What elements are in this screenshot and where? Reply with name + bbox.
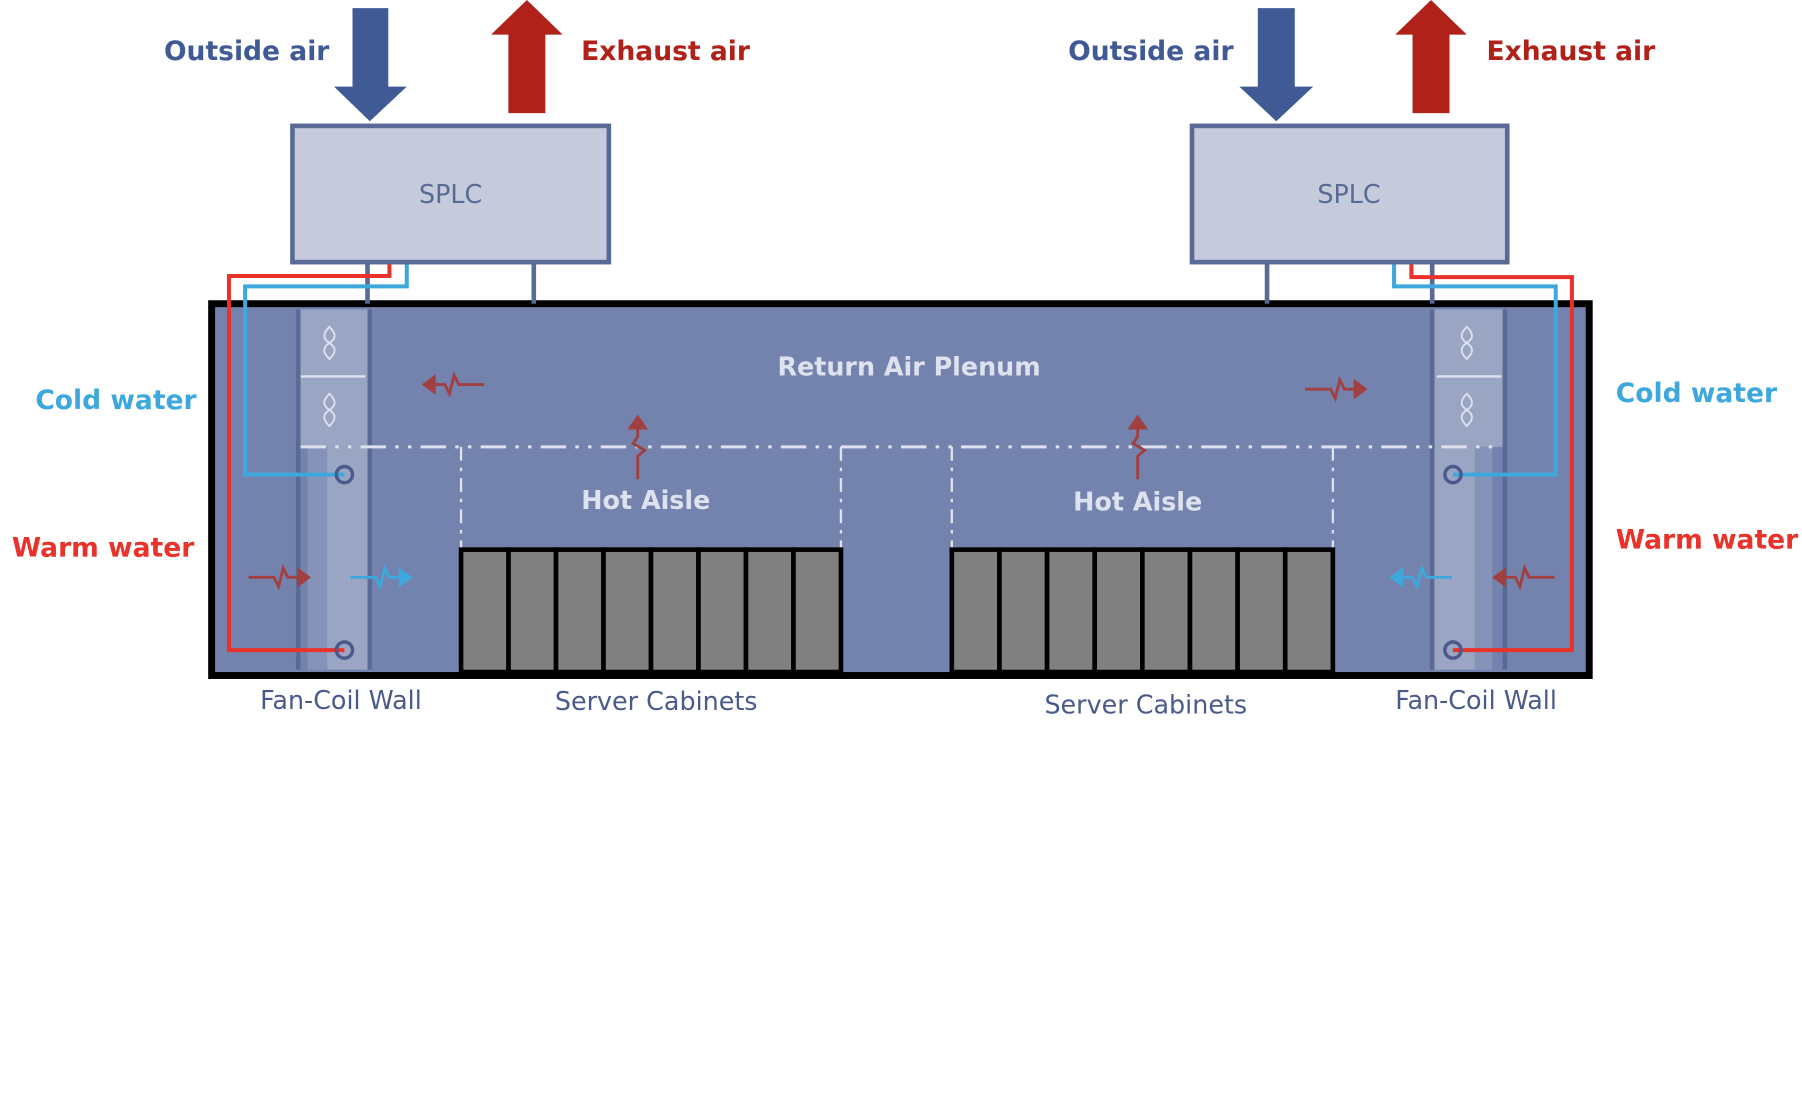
- fan-icon: [1460, 392, 1473, 428]
- warm-water-label-right: Warm water: [1616, 524, 1799, 555]
- server-cabinet: [648, 547, 701, 675]
- cold-water-label-right: Cold water: [1616, 378, 1778, 409]
- server-cabinet: [601, 547, 654, 675]
- flow-arrow-icon: [627, 414, 649, 480]
- coil-port: [1443, 464, 1463, 485]
- fan-coil-wall-label-right: Fan-Coil Wall: [1395, 685, 1557, 715]
- warm-water-label-left: Warm water: [12, 533, 195, 564]
- server-cabinet: [696, 547, 749, 675]
- outside-air-arrow-left: [334, 8, 407, 122]
- server-cabinet: [997, 547, 1050, 675]
- fan-coil-wall-left: [295, 309, 373, 670]
- splc-unit-right: [1189, 123, 1510, 265]
- outside-air-label-left: Outside air: [164, 36, 330, 67]
- flow-arrow-icon: [1127, 414, 1149, 480]
- server-cabinet: [791, 547, 844, 675]
- outside-air-arrow-right: [1239, 8, 1314, 122]
- fan-coil-wall-label-left: Fan-Coil Wall: [260, 685, 422, 715]
- flow-arrow-icon: [350, 563, 413, 591]
- hot-aisle-boundaries: [459, 446, 1335, 549]
- server-cabinets-label-right: Server Cabinets: [1044, 690, 1247, 720]
- coil-port: [334, 464, 355, 485]
- server-cabinet: [1092, 547, 1145, 675]
- exhaust-air-label-right: Exhaust air: [1486, 36, 1656, 67]
- outside-air-label-right: Outside air: [1068, 36, 1234, 67]
- flow-arrow-icon: [1492, 563, 1555, 591]
- plenum-label: Return Air Plenum: [777, 351, 1040, 381]
- splc-unit-left: [290, 123, 612, 265]
- server-cabinet: [1140, 547, 1193, 675]
- coil-port: [1443, 640, 1463, 660]
- exhaust-air-arrow-right: [1395, 0, 1467, 114]
- warm-water-pipe-right: [1409, 263, 1574, 653]
- server-cabinet: [1235, 547, 1288, 675]
- hot-aisle-label-right: Hot Aisle: [1073, 486, 1202, 516]
- flow-arrow-icon: [1305, 375, 1368, 403]
- server-cabinets-left: [458, 547, 844, 675]
- fan-icon: [1460, 325, 1473, 361]
- splc-connectors: [365, 262, 1435, 304]
- flow-arrow-icon: [421, 371, 485, 398]
- server-cabinet: [506, 547, 559, 675]
- server-cabinet: [949, 547, 1002, 675]
- room: [208, 300, 1593, 679]
- coil-port: [334, 640, 355, 660]
- flow-arrow-icon: [248, 563, 311, 591]
- exhaust-air-arrow-left: [491, 0, 563, 114]
- warm-water-pipe-left: [226, 263, 392, 653]
- server-cabinet: [743, 547, 796, 675]
- fan-icon: [323, 392, 336, 428]
- server-cabinet: [458, 547, 511, 675]
- cold-water-pipe-left: [243, 263, 409, 477]
- cold-water-pipe-right: [1392, 263, 1558, 477]
- splc-label-right: SPLC: [1317, 179, 1380, 209]
- server-cabinet: [1282, 547, 1336, 675]
- cold-water-label-left: Cold water: [35, 385, 197, 416]
- fan-icon: [323, 325, 336, 361]
- hot-aisle-label-left: Hot Aisle: [581, 485, 710, 515]
- server-cabinet: [553, 547, 606, 675]
- server-cabinets-label-left: Server Cabinets: [555, 686, 758, 716]
- server-cabinet: [1044, 547, 1098, 675]
- server-cabinet: [1187, 547, 1240, 675]
- server-cabinets-right: [949, 547, 1336, 675]
- splc-label-left: SPLC: [419, 179, 482, 209]
- flow-arrow-icon: [1389, 563, 1452, 591]
- exhaust-air-label-left: Exhaust air: [581, 36, 751, 67]
